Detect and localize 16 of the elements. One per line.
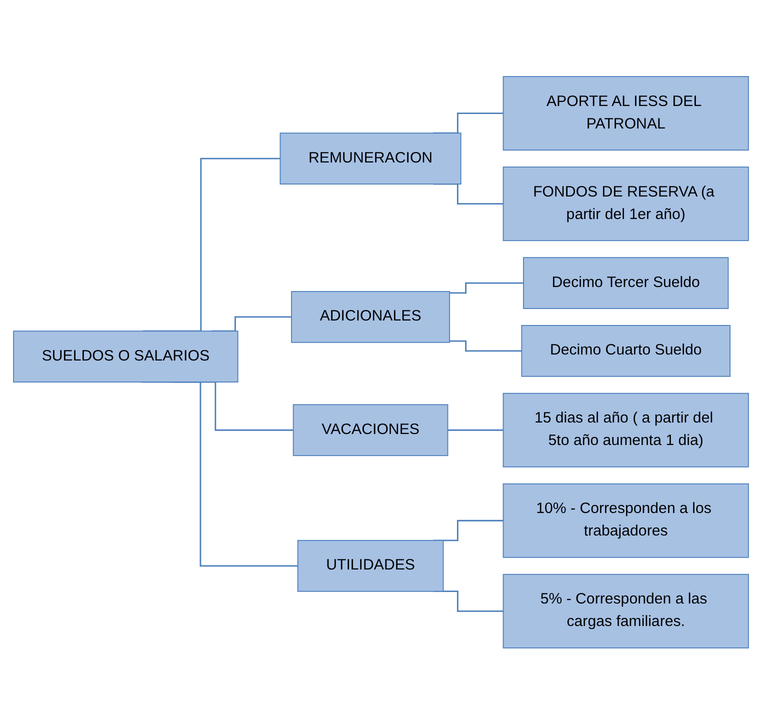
node-box: UTILIDADES bbox=[297, 540, 444, 592]
connector bbox=[448, 430, 504, 432]
node-box: FONDOS DE RESERVA (a partir del 1er año) bbox=[502, 166, 749, 242]
node-box: ADICIONALES bbox=[291, 291, 450, 344]
node-box: VACACIONES bbox=[292, 404, 448, 456]
node-box: APORTE AL IESS DEL PATRONAL bbox=[502, 76, 749, 151]
node-box: REMUNERACION bbox=[280, 132, 462, 185]
connector bbox=[433, 520, 504, 542]
node-box: 5% - Corresponden a las cargas familiares. bbox=[502, 574, 749, 649]
node-box: SUELDOS O SALARIOS bbox=[13, 330, 238, 383]
connector bbox=[450, 340, 522, 352]
node-box: Decimo Tercer Sueldo bbox=[523, 257, 729, 310]
connector bbox=[450, 282, 524, 294]
node-box: Decimo Cuarto Sueldo bbox=[521, 325, 730, 378]
node-box: 10% - Corresponden a los trabajadores bbox=[502, 484, 749, 558]
node-box: 15 dias al año ( a partir del 5to año aumenta 1 dia) bbox=[502, 393, 749, 468]
